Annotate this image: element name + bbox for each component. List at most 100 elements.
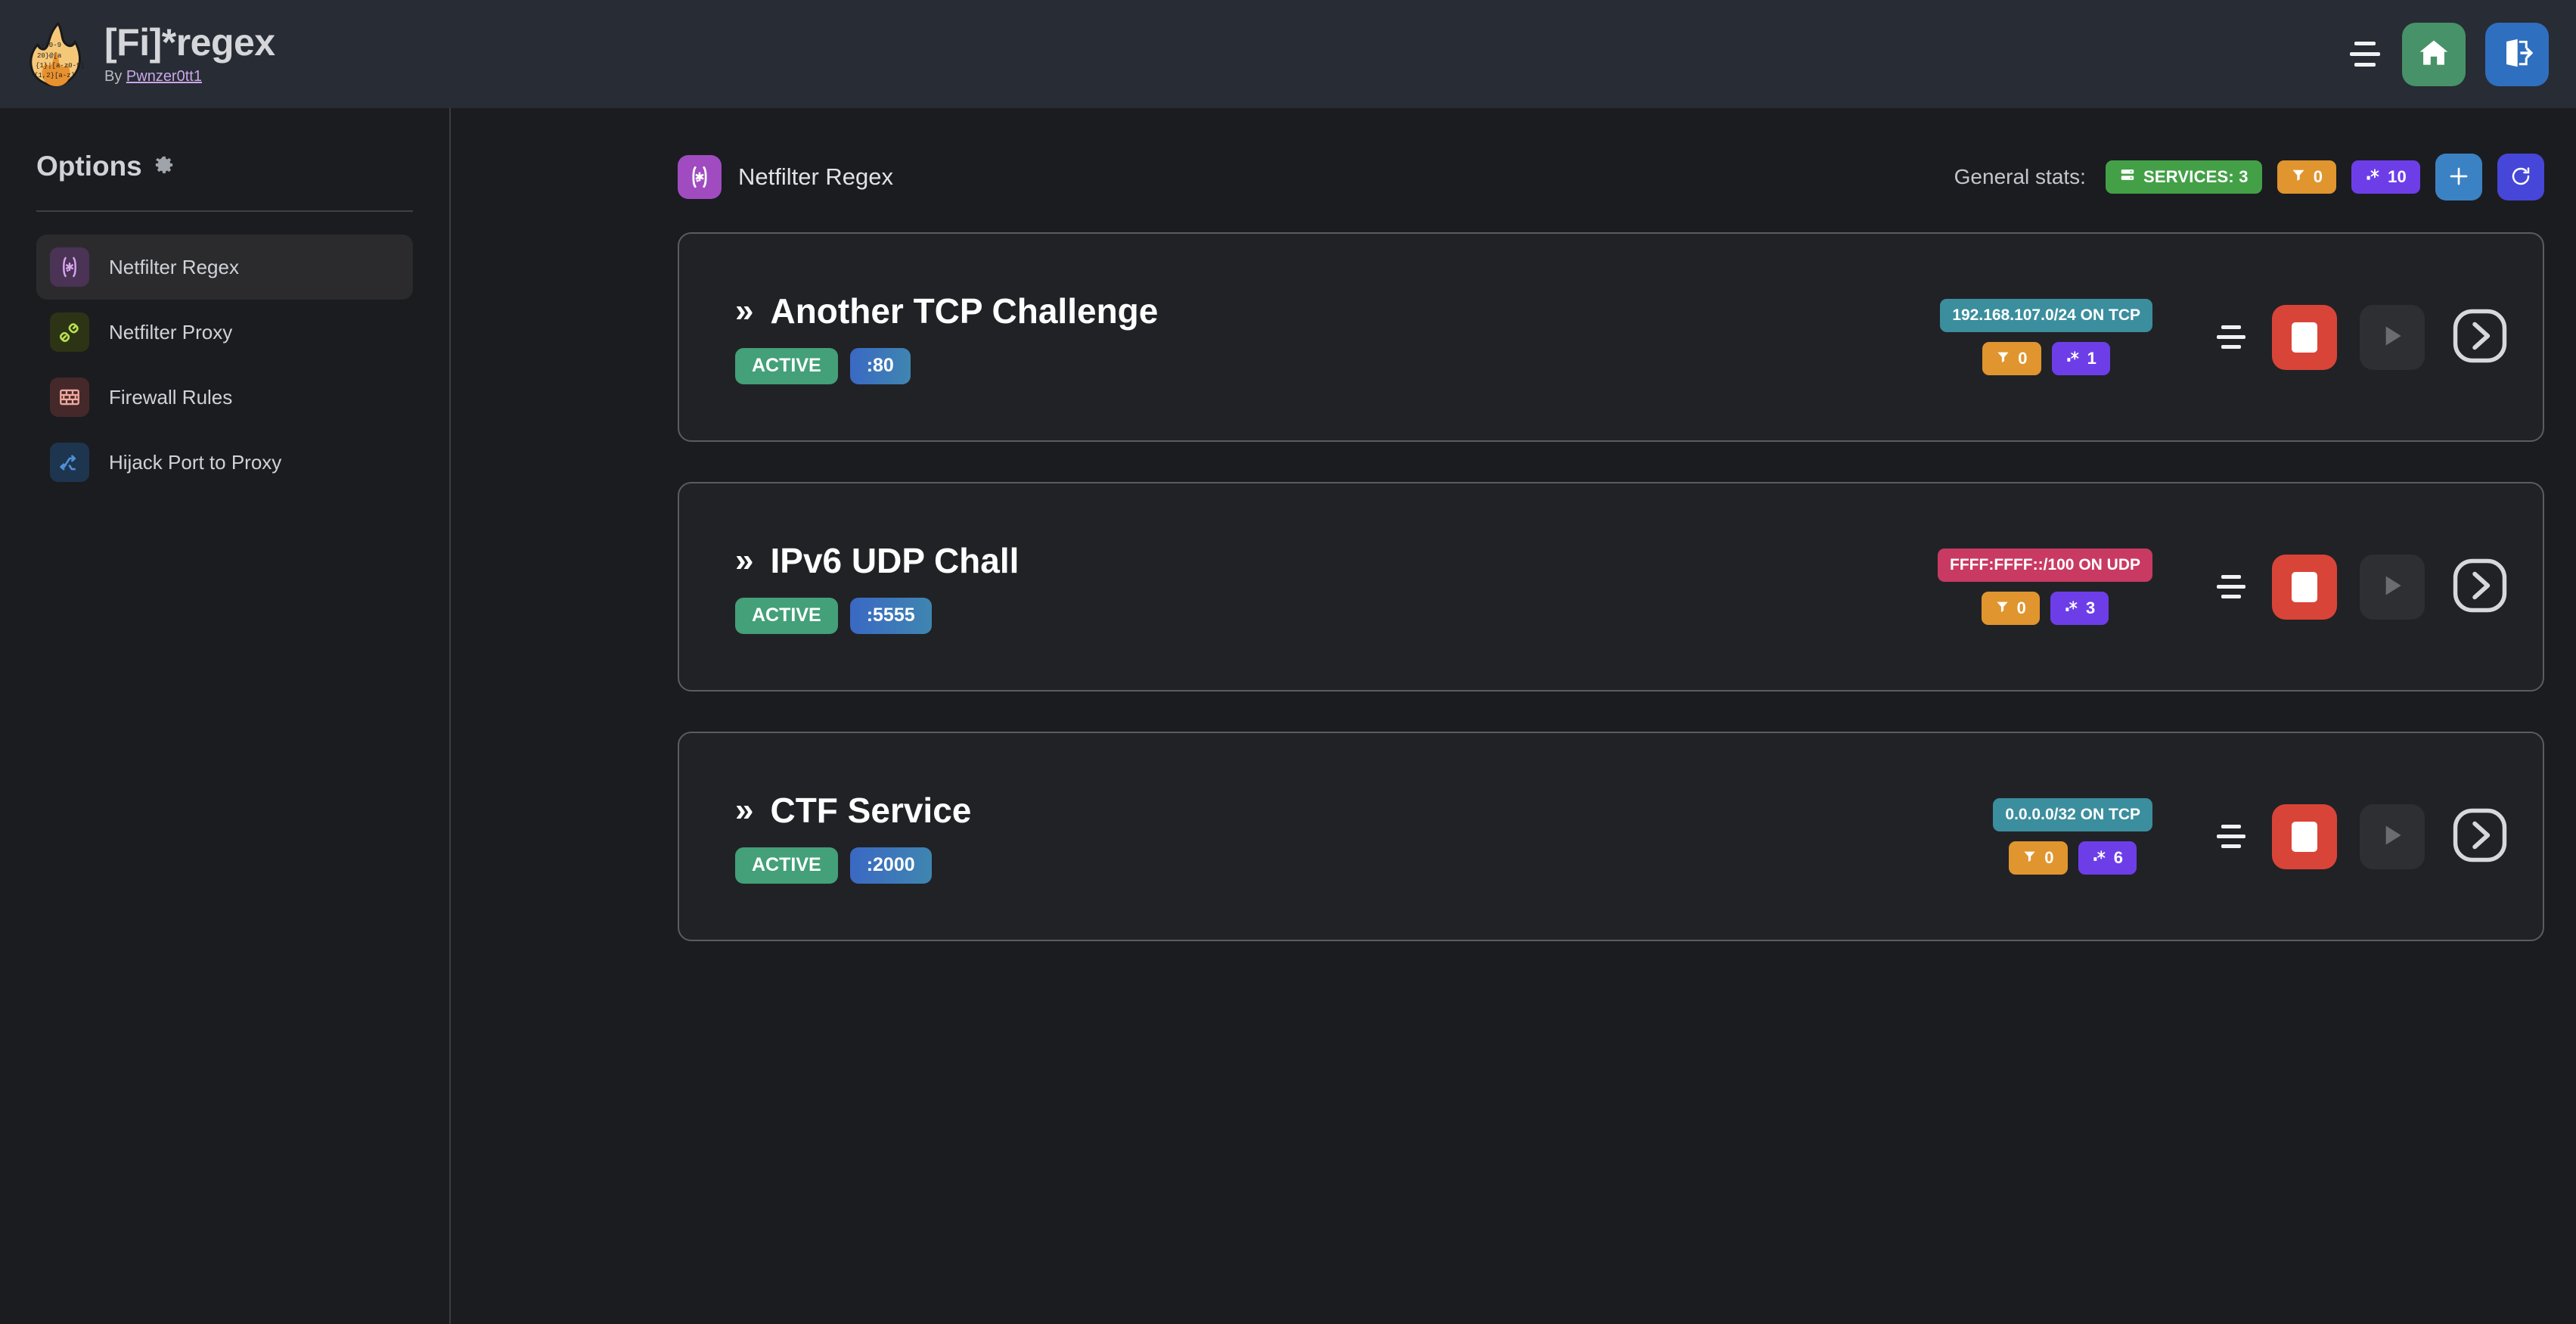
sidebar: Options Netfilter Regex (0, 108, 451, 1324)
network-info: 192.168.107.0/24 ON TCP 0 (1940, 299, 2152, 375)
sidebar-item-label: Netfilter Proxy (109, 320, 233, 343)
chevron-right-icon (2449, 804, 2511, 869)
service-card[interactable]: » IPv6 UDP Chall ACTIVE :5555 FFFF:FFFF:… (678, 482, 2544, 692)
refresh-icon (2509, 165, 2532, 190)
section-header: Netfilter Regex General stats: SERVICES:… (452, 154, 2576, 200)
page-title: Netfilter Regex (738, 163, 894, 190)
flame-regex-logo: -z0-9 20}@[a {1}|[a-z0-9] {1,2}[a-z] (27, 22, 86, 87)
status-badge-regexes: 1 (2051, 342, 2111, 375)
plus-icon (2447, 164, 2471, 191)
service-name: Another TCP Challenge (770, 291, 1159, 331)
service-name: CTF Service (770, 790, 972, 830)
regex-dot-star-icon (2092, 848, 2106, 868)
port-badge: :80 (849, 347, 911, 384)
add-service-button[interactable] (2435, 154, 2482, 200)
network-badge: 0.0.0.0/32 ON TCP (1993, 798, 2152, 831)
sidebar-item-label: Firewall Rules (109, 385, 233, 409)
gear-icon (153, 155, 175, 178)
home-button[interactable] (2402, 22, 2466, 86)
svg-text:20}@[a: 20}@[a (37, 52, 62, 60)
service-actions (2213, 554, 2512, 620)
status-badge-services: SERVICES: 3 (2105, 160, 2262, 194)
service-info: » IPv6 UDP Chall ACTIVE :5555 (735, 540, 1019, 634)
play-button[interactable] (2360, 304, 2425, 370)
home-icon (2417, 36, 2450, 72)
service-name: IPv6 UDP Chall (770, 540, 1020, 580)
status-badge-regexes: 6 (2078, 841, 2137, 875)
stop-icon (2292, 821, 2317, 852)
app-byline: By Pwnzer0tt1 (104, 68, 275, 85)
double-chevron-icon: » (735, 541, 754, 579)
sidebar-item-netfilter-proxy[interactable]: Netfilter Proxy (36, 300, 413, 365)
sidebar-title: Options (36, 151, 142, 182)
regexes-count-label: 10 (2388, 167, 2407, 186)
shuffle-icon (50, 443, 89, 482)
play-button[interactable] (2360, 803, 2425, 869)
network-info: FFFF:FFFF::/100 ON UDP 0 (1938, 549, 2152, 625)
sort-icon[interactable] (2213, 820, 2249, 853)
filters-count-label: 0 (2016, 598, 2026, 617)
status-badge-regexes: 3 (2050, 592, 2109, 625)
sidebar-item-netfilter-regex[interactable]: Netfilter Regex (36, 235, 413, 300)
service-card[interactable]: » Another TCP Challenge ACTIVE :80 192.1… (678, 232, 2544, 442)
network-badge: 192.168.107.0/24 ON TCP (1940, 299, 2152, 332)
play-icon (2377, 321, 2407, 353)
service-list: » Another TCP Challenge ACTIVE :80 192.1… (678, 232, 2544, 941)
open-service-button[interactable] (2447, 555, 2512, 620)
author-link[interactable]: Pwnzer0tt1 (126, 67, 202, 85)
sidebar-item-firewall-rules[interactable]: Firewall Rules (36, 365, 413, 430)
service-badges: ACTIVE :5555 (735, 597, 1019, 634)
service-title-row: » CTF Service (735, 790, 971, 831)
play-button[interactable] (2360, 554, 2425, 620)
brand: -z0-9 20}@[a {1}|[a-z0-9] {1,2}[a-z] [Fi… (27, 22, 275, 87)
service-badges: ACTIVE :2000 (735, 847, 971, 884)
status-badge-regexes: 10 (2351, 160, 2420, 194)
filters-count-label: 0 (2313, 167, 2323, 186)
open-service-button[interactable] (2447, 804, 2512, 869)
port-badge: :2000 (849, 847, 932, 884)
service-title-row: » IPv6 UDP Chall (735, 540, 1019, 581)
status-badge-filters: 0 (1982, 342, 2041, 375)
service-title-row: » Another TCP Challenge (735, 291, 1158, 331)
sort-icon[interactable] (2213, 321, 2249, 354)
top-bar-actions (2348, 22, 2549, 86)
status-badge-filters: 0 (1981, 592, 2040, 625)
regex-dot-star-icon (2365, 167, 2380, 187)
stop-button[interactable] (2272, 803, 2337, 869)
regex-dot-star-icon (2064, 598, 2078, 618)
regexes-count-label: 1 (2087, 349, 2097, 368)
svg-text:{1}|[a-z0-9]: {1}|[a-z0-9] (36, 62, 85, 70)
svg-text:{1,2}[a-z]: {1,2}[a-z] (34, 72, 75, 79)
service-actions (2213, 803, 2512, 869)
regex-dot-star-icon (2065, 349, 2080, 368)
hamburger-icon[interactable] (2348, 39, 2382, 70)
service-meta: 0.0.0.0/32 ON TCP 0 (1993, 798, 2512, 875)
chevron-right-icon (2449, 555, 2511, 619)
sidebar-item-hijack-port-to-proxy[interactable]: Hijack Port to Proxy (36, 430, 413, 495)
refresh-button[interactable] (2497, 154, 2544, 200)
chevron-right-icon (2449, 305, 2511, 369)
funnel-icon (2291, 167, 2306, 187)
app-title: [Fi]*regex (104, 21, 275, 64)
sort-icon[interactable] (2213, 570, 2249, 604)
network-counters: 0 1 (1982, 342, 2111, 375)
status-badge: ACTIVE (735, 847, 838, 884)
service-card[interactable]: » CTF Service ACTIVE :2000 0.0.0.0/32 ON… (678, 732, 2544, 941)
service-meta: FFFF:FFFF::/100 ON UDP 0 (1938, 549, 2512, 625)
service-badges: ACTIVE :80 (735, 347, 1158, 384)
open-service-button[interactable] (2447, 305, 2512, 370)
stop-button[interactable] (2272, 304, 2337, 370)
status-badge-filters: 0 (2277, 160, 2337, 194)
stop-button[interactable] (2272, 554, 2337, 620)
port-badge: :5555 (849, 597, 932, 634)
stop-icon (2292, 571, 2317, 602)
filters-count-label: 0 (2018, 349, 2028, 368)
status-badge: ACTIVE (735, 347, 838, 384)
funnel-icon (1996, 349, 2010, 368)
sidebar-divider (36, 210, 413, 212)
byline-prefix: By (104, 67, 126, 85)
logout-button[interactable] (2485, 22, 2549, 86)
service-meta: 192.168.107.0/24 ON TCP 0 (1940, 299, 2512, 375)
funnel-icon (2022, 848, 2037, 868)
network-counters: 0 3 (1981, 592, 2109, 625)
